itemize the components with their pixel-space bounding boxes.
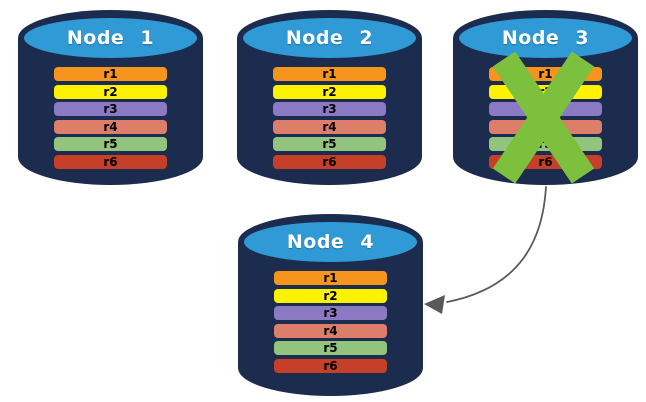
shard-bar-r2: r2 (274, 288, 387, 303)
shard-bar-r1: r1 (273, 67, 386, 81)
shard-bar-r6: r6 (274, 358, 387, 373)
failover-arrowhead-icon (424, 295, 445, 314)
cylinder-top-ellipse: Node 2 (243, 18, 416, 58)
node-label: Node 4 (286, 231, 375, 253)
shard-bar-r2: r2 (273, 84, 386, 99)
shard-bar-r4: r4 (489, 119, 602, 134)
shard-bar-r3: r3 (273, 102, 386, 116)
node-label: Node 2 (285, 27, 374, 49)
database-node-4: Node 4 r1 r2 r3 r4 r5 r6 (238, 214, 423, 396)
cylinder-top-ellipse: Node 4 (244, 222, 417, 262)
shard-bar-r1: r1 (274, 271, 387, 285)
database-node-2: Node 2 r1 r2 r3 r4 r5 r6 (237, 10, 422, 185)
shard-bar-r3: r3 (489, 102, 602, 116)
shard-list: r1 r2 r3 r4 r5 r6 (274, 271, 387, 373)
shard-bar-r4: r4 (54, 119, 167, 134)
shard-bar-r1: r1 (489, 67, 602, 81)
shard-bar-r5: r5 (54, 137, 167, 151)
node-label: Node 3 (501, 27, 590, 49)
shard-bar-r2: r2 (489, 84, 602, 99)
shard-bar-r1: r1 (54, 67, 167, 81)
shard-list: r1 r2 r3 r4 r5 r6 (273, 67, 386, 169)
shard-bar-r6: r6 (489, 154, 602, 169)
shard-bar-r4: r4 (274, 323, 387, 338)
failover-arrow (446, 186, 547, 303)
shard-bar-r4: r4 (273, 119, 386, 134)
shard-bar-r5: r5 (274, 341, 387, 355)
shard-bar-r6: r6 (54, 154, 167, 169)
cylinder-top-ellipse: Node 1 (24, 18, 197, 58)
shard-list: r1 r2 r3 r4 r5 r6 (54, 67, 167, 169)
shard-bar-r3: r3 (54, 102, 167, 116)
database-node-1: Node 1 r1 r2 r3 r4 r5 r6 (18, 10, 203, 185)
shard-bar-r3: r3 (274, 306, 387, 320)
cylinder-top-ellipse: Node 3 (459, 18, 632, 58)
database-node-3: Node 3 r1 r2 r3 r4 r5 r6 (453, 10, 638, 185)
shard-bar-r6: r6 (273, 154, 386, 169)
node-label: Node 1 (66, 27, 155, 49)
shard-bar-r2: r2 (54, 84, 167, 99)
shard-bar-r5: r5 (489, 137, 602, 151)
shard-bar-r5: r5 (273, 137, 386, 151)
shard-list: r1 r2 r3 r4 r5 r6 (489, 67, 602, 169)
